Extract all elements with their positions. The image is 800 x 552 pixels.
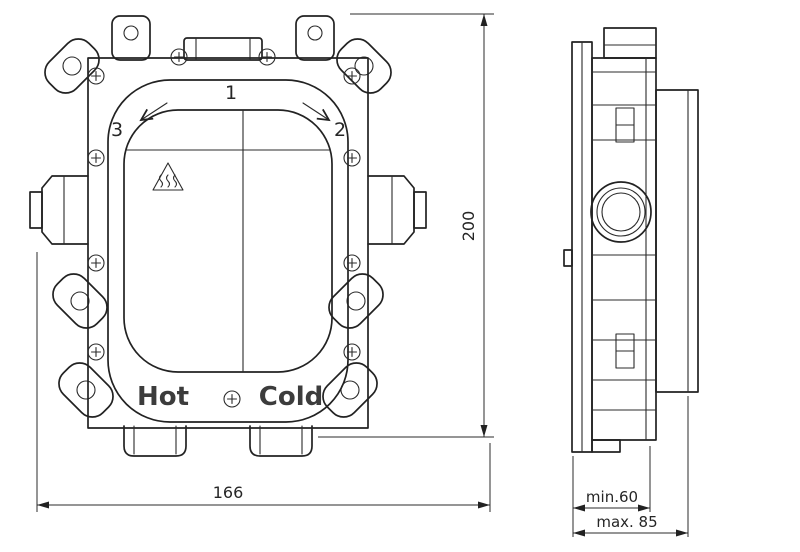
bottom-pipe-stub-left — [123, 425, 187, 457]
side-fitting-left — [29, 175, 89, 245]
port-arrow-right — [302, 102, 331, 122]
side-bottom-lug — [591, 439, 621, 453]
depth-dimensions: min.60 max. 85 — [572, 396, 689, 537]
port-label-top: 1 — [225, 82, 237, 104]
side-fitting-right — [367, 175, 427, 245]
front-view: 1 3 2 Hot Cold — [29, 15, 427, 457]
height-dimension-value: 200 — [459, 211, 478, 242]
phillips-screw-icon — [87, 343, 105, 361]
mounting-ear-mid-left — [52, 273, 108, 329]
width-dimension: 166 — [36, 252, 491, 512]
side-view — [563, 27, 699, 453]
height-dimension: 200 — [318, 13, 494, 438]
side-port-boss — [590, 181, 652, 243]
valve-face — [123, 109, 333, 373]
plaster-guard-opening — [107, 79, 349, 423]
top-center-bracket — [183, 37, 263, 61]
mounting-plate — [87, 57, 369, 429]
cold-label: Cold — [259, 382, 323, 412]
top-mounting-tab-right — [295, 15, 335, 61]
width-dimension-value: 166 — [213, 483, 244, 502]
mounting-ear-mid-right — [328, 273, 384, 329]
hot-surface-warning-icon — [152, 162, 184, 191]
side-left-lug — [563, 249, 573, 267]
depth-max-value: max. 85 — [596, 513, 657, 531]
phillips-screw-icon — [87, 67, 105, 85]
top-mounting-tab-left — [111, 15, 151, 61]
port-label-left: 3 — [111, 119, 123, 141]
mounting-ear-top-left — [44, 38, 100, 94]
phillips-screw-icon — [343, 149, 361, 167]
bottom-pipe-stub-right — [249, 425, 313, 457]
mounting-ear-bottom-left — [58, 362, 114, 418]
side-adjust-screw-bottom — [615, 333, 635, 369]
port-arrow-left — [139, 102, 168, 122]
phillips-screw-icon — [343, 254, 361, 272]
hot-label: Hot — [137, 382, 189, 412]
phillips-screw-icon — [223, 390, 241, 408]
side-adjust-screw-top — [615, 107, 635, 143]
side-back-housing — [655, 89, 699, 393]
phillips-screw-icon — [87, 254, 105, 272]
mounting-ear-bottom-right — [322, 362, 378, 418]
phillips-screw-icon — [87, 149, 105, 167]
depth-min-value: min.60 — [586, 488, 638, 506]
phillips-screw-icon — [343, 343, 361, 361]
side-top-step — [603, 27, 657, 59]
mounting-ear-top-right — [336, 38, 392, 94]
side-body-feature-lines — [591, 57, 657, 441]
port-label-right: 2 — [334, 119, 346, 141]
